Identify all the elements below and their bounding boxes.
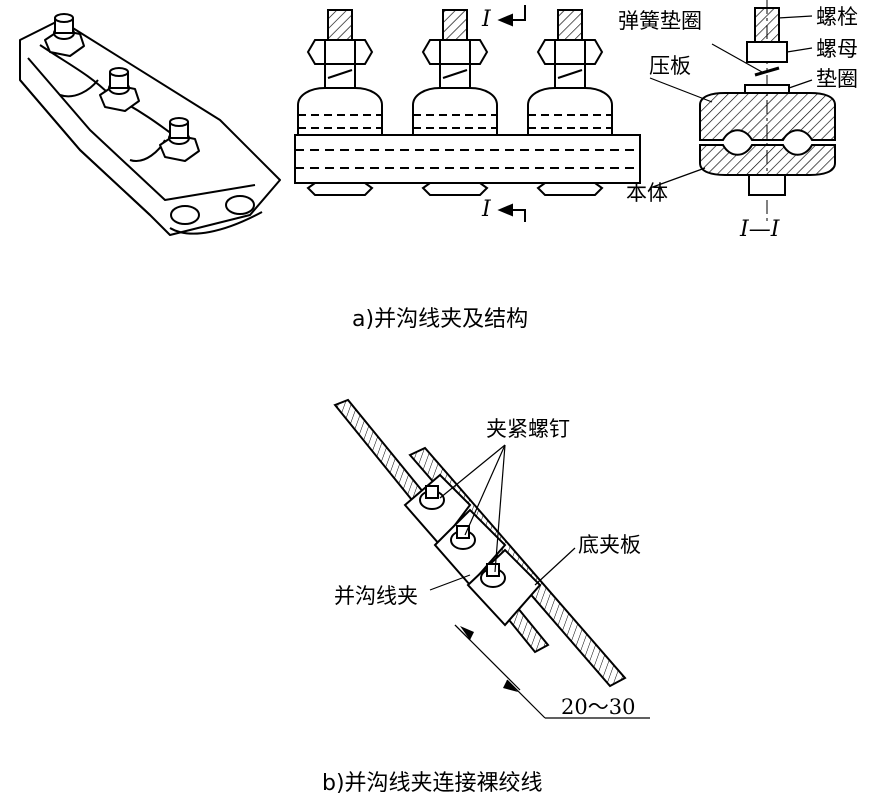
front-unit-1 [297, 9, 383, 196]
front-unit-3 [527, 9, 613, 196]
section-mark-top [497, 5, 526, 27]
section-caption: I—I [739, 217, 781, 242]
section-mark-top-label: I [481, 7, 492, 32]
label-clamp: 并沟线夹 [334, 584, 418, 608]
caption-part-b: b)并沟线夹连接裸绞线 [322, 771, 543, 796]
dimension-arrow-2 [503, 680, 518, 692]
dimension-arrow [460, 626, 474, 640]
isometric-clamp-drawing [19, 13, 281, 236]
label-bolt: 螺栓 [816, 5, 858, 29]
section-leaders [649, 15, 813, 189]
wire-clamp-unit-2 [433, 508, 507, 587]
label-spring-washer: 弹簧垫圈 [618, 9, 702, 33]
wire-clamp-unit-3 [466, 548, 542, 627]
section-view-drawing [699, 0, 836, 225]
wire-assembly-drawing [333, 398, 627, 688]
iso-bolt-2 [99, 67, 140, 112]
label-nut: 螺母 [816, 37, 858, 61]
section-mark-bottom [497, 203, 526, 222]
label-bottom-plate: 底夹板 [578, 533, 641, 557]
section-mark-bottom-label: I [481, 197, 492, 222]
label-clamp-screws: 夹紧螺钉 [486, 417, 570, 441]
iso-bolt-3 [159, 117, 200, 162]
label-washer: 垫圈 [816, 67, 858, 91]
label-body: 本体 [626, 181, 668, 205]
dimension-value: 20～30 [561, 695, 635, 719]
caption-part-a: a)并沟线夹及结构 [352, 307, 528, 332]
wire-clamp-unit-1 [403, 473, 472, 547]
front-view-drawing [294, 5, 641, 222]
label-pressure-plate: 压板 [649, 54, 691, 78]
wire-leaders [429, 444, 650, 719]
front-unit-2 [412, 9, 498, 196]
iso-bolt-1 [44, 13, 85, 57]
